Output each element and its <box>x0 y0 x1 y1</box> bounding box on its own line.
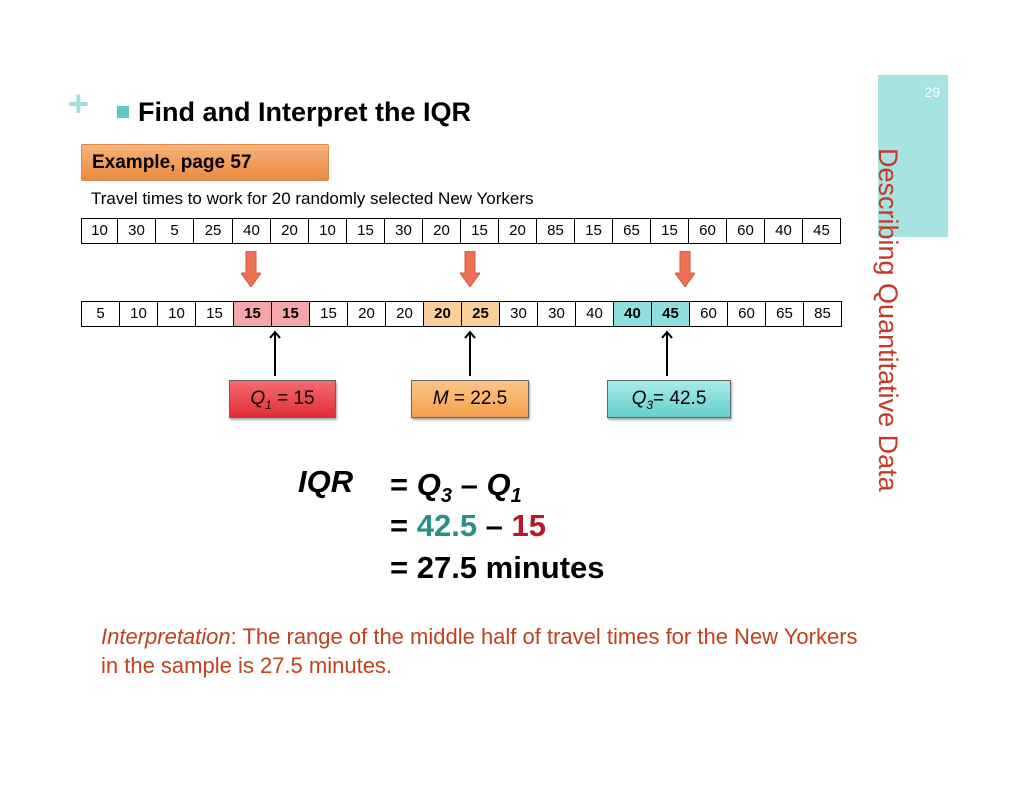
data-cell: 10 <box>119 301 158 327</box>
data-cell: 40 <box>575 301 614 327</box>
q3-term-subscript: 3 <box>440 485 452 508</box>
q3-label: Q3= 42.5 <box>607 380 731 418</box>
data-cell: 15 <box>650 218 689 244</box>
q1-term: Q <box>486 467 511 502</box>
median-label: M = 22.5 <box>411 380 529 418</box>
square-bullet-icon <box>117 106 129 118</box>
interpretation-body: : The range of the middle half of travel… <box>101 624 858 678</box>
data-cell: 40 <box>764 218 803 244</box>
data-cell: 20 <box>423 301 462 327</box>
q1-number: 15 <box>511 508 547 543</box>
data-cell: 20 <box>270 218 309 244</box>
formula-lhs: IQR <box>298 464 354 499</box>
interpretation-text: Interpretation: The range of the middle … <box>101 622 861 680</box>
data-cell: 5 <box>81 301 120 327</box>
data-cell: 10 <box>81 218 118 244</box>
data-cell: 60 <box>726 218 765 244</box>
q1-term-subscript: 1 <box>510 485 522 508</box>
data-cell: 15 <box>460 218 499 244</box>
data-cell: 15 <box>233 301 272 327</box>
data-cell: 30 <box>117 218 156 244</box>
q1-label: Q1 = 15 <box>229 380 336 418</box>
data-cell: 15 <box>309 301 348 327</box>
down-arrow-icon <box>241 251 261 287</box>
data-cell: 20 <box>347 301 386 327</box>
q3-term: Q <box>416 467 441 502</box>
down-arrow-icon <box>460 251 480 287</box>
equals-sign: = <box>390 508 417 543</box>
data-cell: 60 <box>689 301 728 327</box>
interpretation-label: Interpretation <box>101 624 231 649</box>
data-cell: 45 <box>802 218 841 244</box>
side-accent-tab <box>878 75 948 237</box>
slide-heading: Find and Interpret the IQR <box>138 97 472 127</box>
up-arrow-icon <box>464 330 476 376</box>
data-cell: 15 <box>271 301 310 327</box>
q1-symbol: Q <box>250 388 266 409</box>
data-cell: 40 <box>613 301 652 327</box>
data-cell: 65 <box>765 301 804 327</box>
data-cell: 20 <box>385 301 424 327</box>
formula-result: = 27.5 minutes <box>390 550 605 585</box>
data-cell: 20 <box>498 218 537 244</box>
minus-sign: – <box>451 467 487 502</box>
data-cell: 10 <box>308 218 347 244</box>
data-cell: 25 <box>193 218 233 244</box>
data-description: Travel times to work for 20 randomly sel… <box>91 189 534 208</box>
q3-value: = 42.5 <box>653 388 707 409</box>
q3-number: 42.5 <box>416 508 478 543</box>
data-cell: 15 <box>195 301 234 327</box>
data-cell: 60 <box>727 301 766 327</box>
data-cell: 60 <box>688 218 727 244</box>
data-cell: 30 <box>537 301 576 327</box>
data-cell: 20 <box>422 218 461 244</box>
data-cell: 45 <box>651 301 690 327</box>
q3-symbol: Q <box>631 388 647 409</box>
data-cell: 5 <box>155 218 194 244</box>
equals-sign: = <box>390 467 417 502</box>
q1-subscript: 1 <box>265 397 272 412</box>
up-arrow-icon <box>269 330 281 376</box>
data-cell: 30 <box>499 301 538 327</box>
section-title: Describing Quantitative Data <box>873 148 903 492</box>
median-value: = 22.5 <box>448 388 508 409</box>
data-cell: 15 <box>574 218 613 244</box>
data-cell: 10 <box>157 301 196 327</box>
plus-icon: + <box>68 83 90 124</box>
down-arrow-icon <box>675 251 695 287</box>
data-cell: 40 <box>232 218 271 244</box>
data-cell: 85 <box>536 218 575 244</box>
minus-sign: – <box>477 508 512 543</box>
data-cell: 15 <box>346 218 385 244</box>
data-cell: 85 <box>803 301 842 327</box>
q3-subscript: 3 <box>646 397 654 412</box>
data-cell: 30 <box>384 218 423 244</box>
data-cell: 25 <box>461 301 500 327</box>
formula-line-2: = 42.5 – 15 <box>390 506 546 546</box>
data-cell: 65 <box>612 218 651 244</box>
slide-number: 29 <box>924 84 940 100</box>
formula-line-1: = Q3 – Q1 <box>390 465 522 516</box>
up-arrow-icon <box>661 330 673 376</box>
median-symbol: M <box>432 388 449 409</box>
example-label: Example, page 57 <box>81 144 329 181</box>
q1-value: = 15 <box>271 388 315 409</box>
